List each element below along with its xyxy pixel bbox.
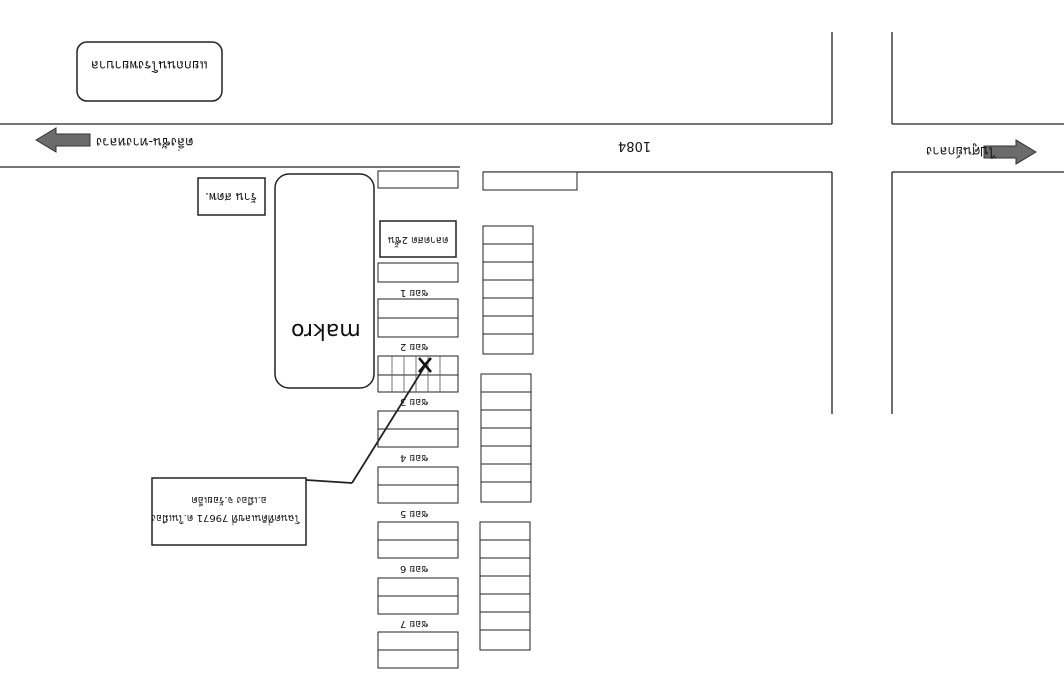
makro-building [274, 173, 375, 389]
right-lot-column [479, 171, 578, 651]
landmark-top-label: แยกถนนโรงพยาบาล [91, 57, 208, 72]
side-label-box [197, 177, 266, 216]
direction-right-label: ไปศูนย์กลาง [926, 143, 996, 158]
corner-shop-label: ตลาดสด 2ชั้น [387, 234, 449, 245]
direction-left-label: ตลิ่งชัน-ทางหลวง [96, 134, 194, 149]
makro-label: makro [291, 318, 361, 343]
property-note-box [151, 477, 307, 546]
property-note-line1: โฉนดที่ดินเลขที่ 79671 ต.ในเมือง [151, 512, 300, 523]
soi-label: ซอย 7 [400, 618, 429, 629]
arrow-right-icon [983, 139, 1037, 165]
soi-label: ซอย 2 [400, 341, 429, 352]
arrow-left-icon [35, 127, 91, 153]
soi-label: ซอย 6 [400, 563, 429, 574]
location-marker-icon [418, 357, 432, 373]
property-note: โฉนดที่ดินเลขที่ 79671 ต.ในเมือง อ.เมือง… [151, 490, 300, 526]
soi-label: ซอย 3 [400, 396, 429, 407]
left-lot-column [377, 170, 459, 669]
road-number-label: 1084 [618, 138, 652, 153]
soi-label: ซอย 5 [400, 508, 429, 519]
side-label: ร้าน สดพ. [205, 190, 258, 204]
soi-label: ซอย 4 [400, 452, 429, 463]
property-note-line2: อ.เมือง จ.ร้อยเอ็ด [191, 494, 267, 505]
soi-label: ซอย 1 [400, 287, 429, 298]
callout-line-end [305, 479, 353, 484]
callout-line [351, 365, 426, 484]
landmark-top-box [76, 41, 223, 102]
